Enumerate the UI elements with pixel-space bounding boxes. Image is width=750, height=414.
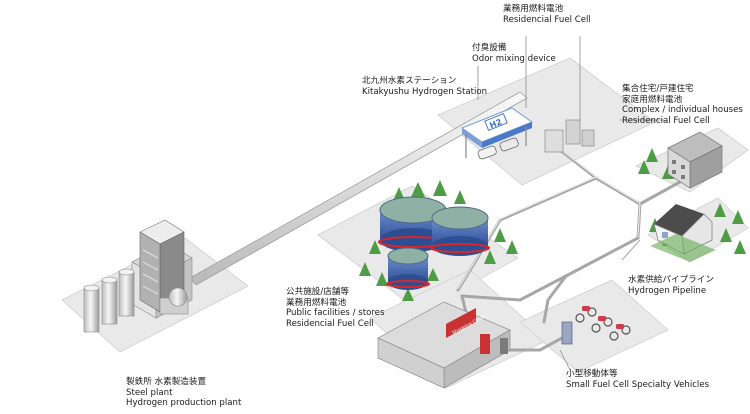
station-sign: H2 [488, 117, 503, 130]
distribution-pipes [456, 148, 700, 352]
label-residential-fuel-cell: 業務用燃料電池 Residencial Fuel Cell [503, 4, 591, 25]
label-odor-mixing-device: 付臭設備 Odor mixing device [472, 43, 556, 64]
shopping-center: Shopping Center [377, 301, 511, 389]
label-hydrogen-station: 北九州水素ステーション Kitakyushu Hydrogen Station [362, 76, 488, 97]
label-hydrogen-pipeline: 水素供給パイプライン Hydrogen Pipeline [628, 275, 714, 296]
label-public-facilities: 公共施設/店舗等 業務用燃料電池 Public facilities / sto… [286, 287, 385, 329]
label-fuel-cell-vehicles: 小型移動体等 Small Fuel Cell Specialty Vehicle… [566, 369, 710, 390]
fuel-cell-vehicles [561, 306, 631, 345]
label-steel-plant: 製鉄所 水素製造装置 Steel plant Hydrogen producti… [126, 377, 242, 409]
hydrogen-station: H2 [460, 107, 595, 160]
public-facilities [378, 196, 490, 290]
main-pipeline [189, 91, 528, 286]
steel-plant [83, 219, 193, 333]
label-housing: 集合住宅/戸建住宅 家庭用燃料電池 Complex / individual h… [622, 84, 743, 126]
leader-lines [477, 36, 664, 371]
housing [650, 131, 723, 262]
